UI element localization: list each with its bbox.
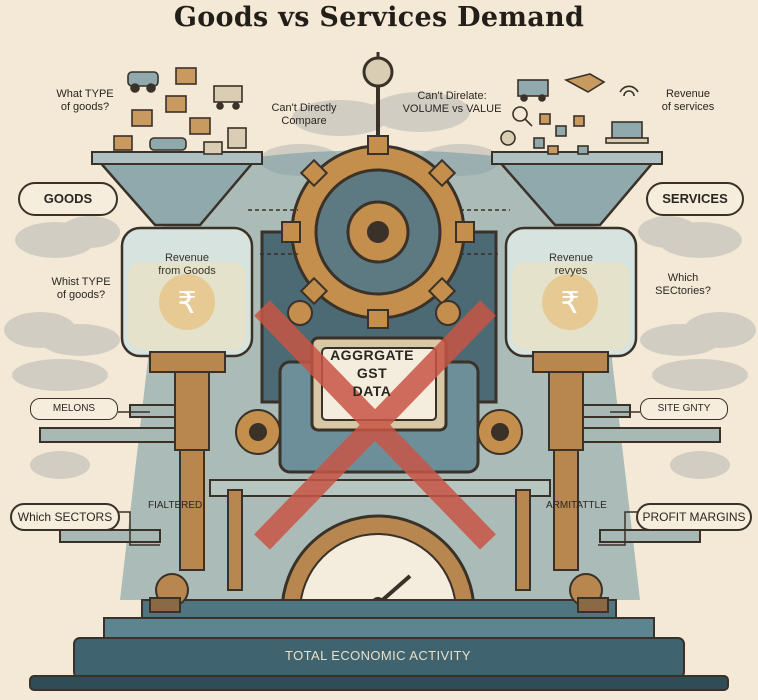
car-icon xyxy=(149,137,187,151)
aggregate-gst-label: AGGRGATE GST DATA xyxy=(330,347,414,399)
goods-funnel xyxy=(91,151,263,227)
goods-label: GOODS xyxy=(18,182,118,216)
top-center-note: Can't Direlate: VOLUME vs VALUE xyxy=(402,90,502,115)
site-gnty-tag: SITE GNTY xyxy=(640,398,728,420)
total-economic-activity-label: TOTAL ECONOMIC ACTIVITY xyxy=(285,648,471,663)
laptop-icon xyxy=(611,121,643,139)
top-left-question: What TYPE of goods? xyxy=(56,88,114,113)
box-icon xyxy=(131,109,153,127)
wifi-icon xyxy=(619,85,639,93)
rupee-icon: ₹ xyxy=(177,286,196,321)
right-question: Which SECtories? xyxy=(655,272,711,297)
goods-icons xyxy=(113,67,247,155)
gear-icon xyxy=(281,135,475,329)
top-valve-icon xyxy=(362,56,394,88)
box-icon xyxy=(165,95,187,113)
goods-tank: ₹ xyxy=(120,226,254,373)
services-funnel xyxy=(491,151,663,227)
services-label: SERVICES xyxy=(646,182,744,216)
profit-margins-tag: PROFIT MARGINS xyxy=(636,503,752,531)
filtered-label: FIALTERED xyxy=(148,500,203,511)
gauge-icon xyxy=(280,514,476,614)
melons-tag: MELONS xyxy=(30,398,118,420)
cart-icon xyxy=(213,85,243,103)
search-icon xyxy=(512,106,528,122)
services-tank-label: Revenue revyes xyxy=(548,252,594,277)
page-title: Goods vs Services Demand xyxy=(173,2,585,33)
car-icon xyxy=(127,71,159,87)
top-left-compare-note: Can't Directly Compare xyxy=(271,102,337,127)
which-sectors-tag: Which SECTORS xyxy=(10,503,120,531)
services-tank: ₹ xyxy=(504,226,638,373)
box-icon xyxy=(189,117,211,135)
truck-icon xyxy=(517,79,549,97)
goods-tank-label: Revenue from Goods xyxy=(158,252,216,277)
arm-label: ARMITATTLE xyxy=(546,500,607,511)
services-icons xyxy=(500,73,649,155)
camera-icon xyxy=(203,141,223,155)
top-right-note: Revenue of services xyxy=(661,88,715,113)
left-question: Whist TYPE of goods? xyxy=(51,276,111,301)
handshake-icon xyxy=(563,73,606,93)
rupee-icon: ₹ xyxy=(560,286,579,321)
cross-mark xyxy=(254,300,496,550)
small-gears xyxy=(235,300,523,455)
box-icon xyxy=(175,67,197,85)
